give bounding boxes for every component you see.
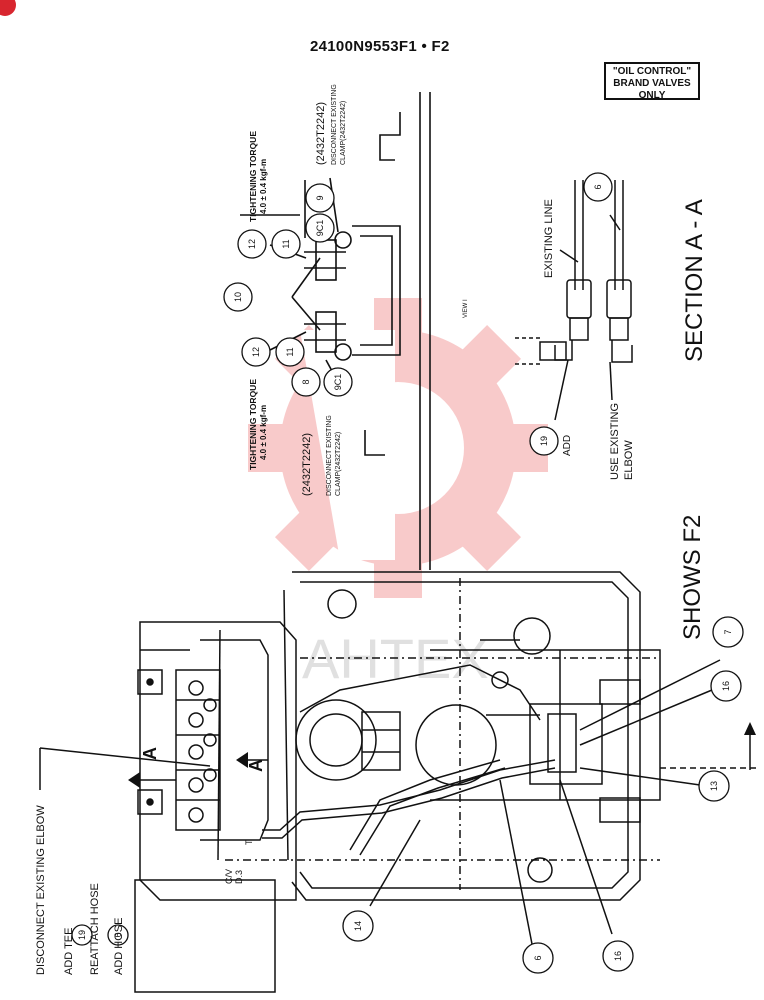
balloon-12-bottom-shape bbox=[241, 337, 271, 367]
view-label: VIEW I bbox=[463, 299, 469, 318]
section-arrow-a-left: A bbox=[140, 747, 160, 760]
balloon-7-shape bbox=[712, 616, 744, 648]
t-label: T bbox=[244, 839, 254, 845]
balloon-6-note: 6 bbox=[113, 932, 123, 937]
shows-title: SHOWS F2 bbox=[679, 515, 706, 640]
balloon-16-top: 16 bbox=[721, 681, 731, 691]
torque-value-top: 4.0 ± 0.4 kgf-m bbox=[259, 159, 268, 214]
torque-value-bottom: 4.0 ± 0.4 kgf-m bbox=[259, 405, 268, 460]
balloon-10-shape bbox=[223, 282, 253, 312]
balloon-16-top-shape bbox=[710, 670, 742, 702]
torque-title-bottom: TIGHTENING TORQUE bbox=[248, 379, 258, 470]
balloon-16-bottom: 16 bbox=[613, 951, 623, 961]
balloon-13-shape bbox=[698, 770, 730, 802]
balloon-11-bottom: 11 bbox=[285, 347, 295, 356]
balloon-11-top: 11 bbox=[281, 239, 291, 248]
balloon-9c1-bottom: 9C1 bbox=[333, 374, 343, 391]
cv-label-2: D.3 bbox=[234, 870, 244, 884]
section-arrow-a-right: A bbox=[246, 759, 266, 772]
balloon-13: 13 bbox=[709, 781, 719, 791]
existing-line-note: EXISTING LINE bbox=[543, 199, 555, 278]
clamp-note-bottom-2: CLAMP(2432T2242) bbox=[335, 432, 342, 496]
drawing-number: 24100N9553F1 • F2 bbox=[310, 38, 450, 55]
balloon-6-main-shape bbox=[522, 942, 554, 974]
balloon-12-top: 12 bbox=[247, 239, 257, 249]
balloon-9-shape bbox=[305, 183, 335, 213]
cv-label-1: C/V bbox=[224, 869, 234, 884]
brand-box-line-1: "OIL CONTROL" bbox=[612, 66, 692, 77]
balloon-6-section-shape bbox=[583, 172, 613, 202]
balloon-6-note-shape bbox=[107, 924, 129, 946]
balloon-11-top-shape bbox=[271, 229, 301, 259]
brand-valves-box: "OIL CONTROL" BRAND VALVES ONLY bbox=[604, 62, 700, 101]
balloon-9: 9 bbox=[315, 195, 325, 200]
brand-box-line-2: BRAND VALVES bbox=[613, 78, 691, 89]
balloon-8-shape bbox=[291, 367, 321, 397]
balloon-19-note-shape bbox=[71, 924, 93, 946]
balloon-19-section-shape bbox=[529, 426, 559, 456]
note-reattach-hose: REATTACH HOSE bbox=[89, 883, 101, 975]
main-assembly-view bbox=[39, 571, 760, 993]
note-add-hose: ADD HOSE bbox=[113, 918, 125, 975]
corner-badge-icon bbox=[0, 0, 16, 16]
balloon-14-shape bbox=[342, 910, 374, 942]
brand-box-line-3: ONLY bbox=[638, 90, 666, 101]
balloon-11-bottom-shape bbox=[275, 337, 305, 367]
balloon-19-note: 19 bbox=[77, 930, 87, 940]
balloon-6-section: 6 bbox=[593, 184, 603, 189]
note-disconnect-elbow: DISCONNECT EXISTING ELBOW bbox=[35, 805, 47, 975]
balloon-9c1-top-shape bbox=[305, 213, 335, 243]
balloon-12-top-shape bbox=[237, 229, 267, 259]
torque-title-top: TIGHTENING TORQUE bbox=[248, 131, 258, 222]
clamp-note-top-1: DISCONNECT EXISTING bbox=[331, 84, 338, 165]
balloon-7: 7 bbox=[723, 629, 733, 634]
clamp-part-top: (2432T2242) bbox=[315, 102, 327, 165]
section-title: SECTION A - A bbox=[681, 199, 708, 362]
section-a-a-fittings bbox=[515, 180, 633, 421]
balloon-8: 8 bbox=[301, 379, 311, 384]
clamp-part-bottom: (2432T2242) bbox=[301, 433, 313, 496]
add-note: ADD bbox=[562, 435, 573, 456]
balloon-19-section: 19 bbox=[539, 436, 549, 446]
balloon-9c1-bottom-shape bbox=[323, 367, 353, 397]
balloon-9c1-top: 9C1 bbox=[315, 220, 325, 237]
balloon-10: 10 bbox=[233, 292, 243, 302]
use-existing-note-2: ELBOW bbox=[623, 440, 635, 480]
balloon-16-bottom-shape bbox=[602, 940, 634, 972]
note-add-tee: ADD TEE bbox=[63, 928, 75, 975]
use-existing-note-1: USE EXISTING bbox=[609, 403, 621, 480]
balloon-14: 14 bbox=[353, 921, 363, 931]
balloon-12-bottom: 12 bbox=[251, 347, 261, 357]
clamp-note-top-2: CLAMP(2432T2242) bbox=[340, 101, 347, 165]
clamp-note-bottom-1: DISCONNECT EXISTING bbox=[326, 415, 333, 496]
balloon-6-main: 6 bbox=[533, 955, 543, 960]
